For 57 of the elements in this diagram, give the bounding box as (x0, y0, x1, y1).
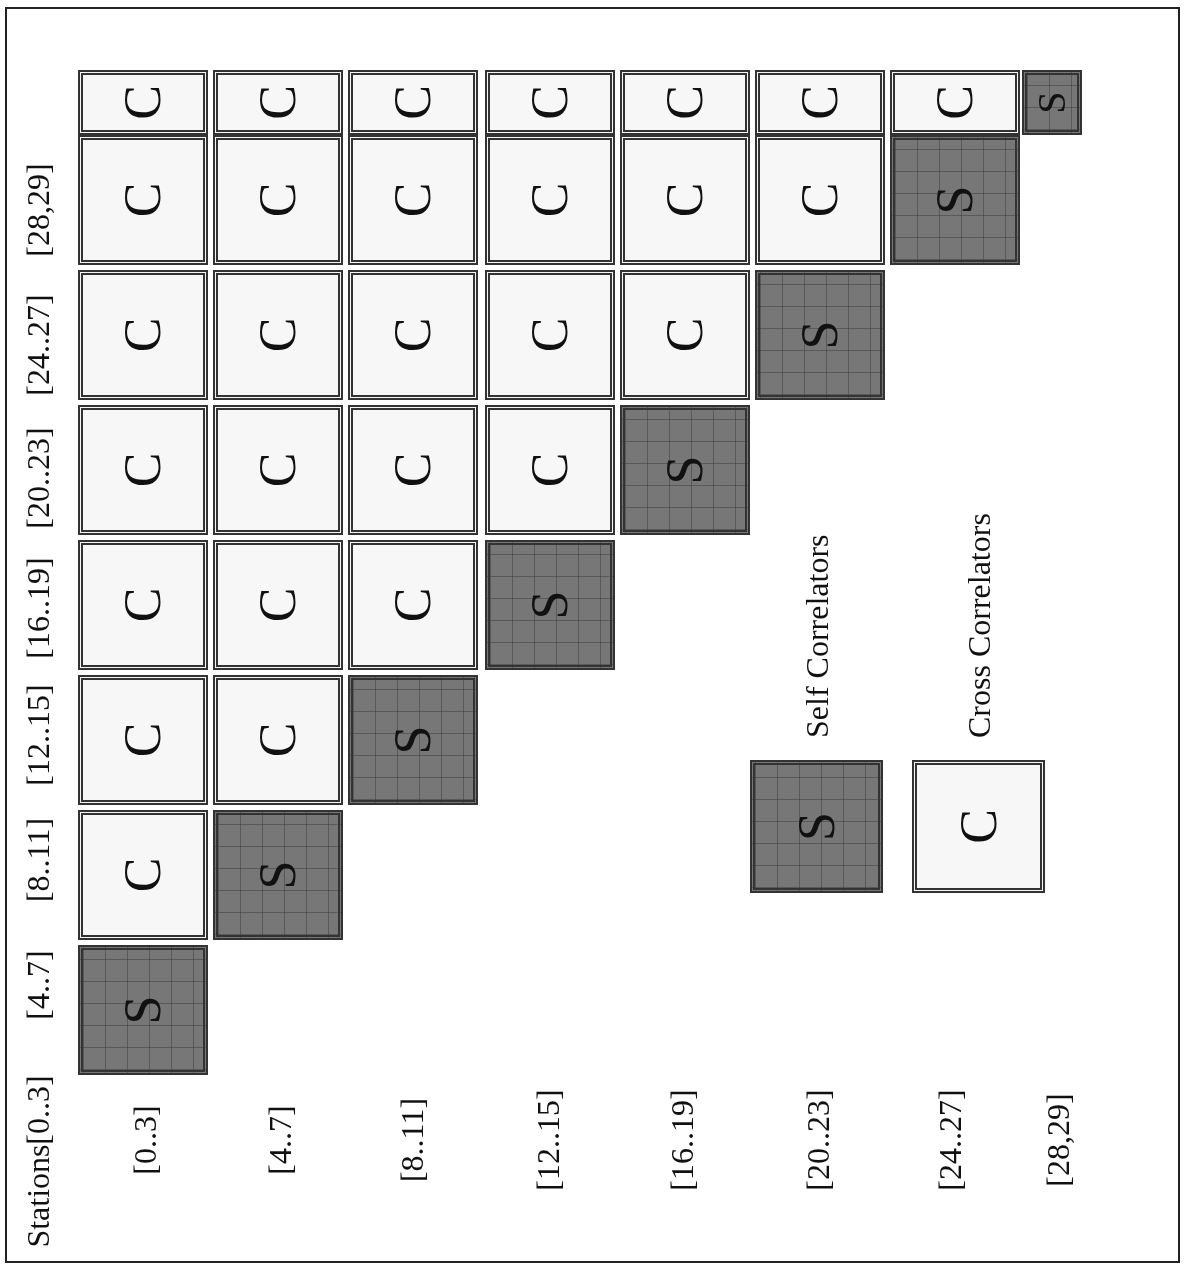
cross-correlator-box: C (348, 540, 478, 670)
cross-correlator-box: C (213, 540, 343, 670)
cross-correlator-box: C (755, 135, 885, 265)
axis-title: Stations (19, 1144, 57, 1248)
cross-correlator-box: C (78, 270, 208, 400)
cross-correlator-box: C (620, 270, 750, 400)
row-header: [20..23] (799, 1089, 837, 1191)
cross-correlator-box: C (213, 70, 343, 135)
cross-correlator-box: C (620, 135, 750, 265)
cross-correlator-box: C (348, 270, 478, 400)
self-correlator-box: S (620, 405, 750, 535)
column-header: [8..11] (19, 817, 57, 903)
self-correlator-box: S (348, 675, 478, 805)
cross-correlator-box: C (78, 540, 208, 670)
cross-correlator-box: C (485, 70, 615, 135)
cross-correlator-box: C (78, 70, 208, 135)
cross-correlator-box: C (348, 70, 478, 135)
cross-correlator-box: C (755, 70, 885, 135)
cross-correlator-box: C (213, 675, 343, 805)
row-header: [0..3] (126, 1105, 164, 1175)
cross-correlator-box: C (620, 70, 750, 135)
column-header: [16..19] (19, 557, 57, 659)
cross-correlator-box: C (213, 270, 343, 400)
self-correlator-box: S (750, 760, 883, 893)
self-correlator-box: S (1022, 70, 1082, 135)
cross-correlator-box: C (78, 405, 208, 535)
cross-correlator-box: C (78, 810, 208, 940)
box-caption: Cross Correlators (960, 513, 997, 738)
row-header: [4..7] (261, 1105, 299, 1175)
column-header: [24..27] (19, 294, 57, 396)
cross-correlator-box: C (485, 270, 615, 400)
self-correlator-box: S (755, 270, 885, 400)
cross-correlator-box: C (213, 405, 343, 535)
cross-correlator-box: C (485, 135, 615, 265)
cross-correlator-box: C (213, 135, 343, 265)
cross-correlator-box: C (348, 405, 478, 535)
cross-correlator-box: C (348, 135, 478, 265)
column-header: [4..7] (19, 950, 57, 1020)
column-header: [28,29] (19, 163, 57, 257)
self-correlator-box: S (890, 135, 1020, 265)
cross-correlator-box: C (912, 760, 1045, 893)
row-header: [8..11] (393, 1097, 431, 1183)
row-header: [28,29] (1039, 1093, 1077, 1187)
column-header: [20..23] (19, 427, 57, 529)
self-correlator-box: S (213, 810, 343, 940)
self-correlator-box: S (78, 945, 208, 1075)
row-header: [24..27] (931, 1089, 969, 1191)
column-header: [0..3] (19, 1075, 57, 1145)
cross-correlator-box: C (78, 135, 208, 265)
row-header: [16..19] (663, 1089, 701, 1191)
self-correlator-box: S (485, 540, 615, 670)
cross-correlator-box: C (890, 70, 1020, 135)
cross-correlator-box: C (78, 675, 208, 805)
box-caption: Self Correlators (798, 534, 835, 738)
cross-correlator-box: C (485, 405, 615, 535)
column-header: [12..15] (19, 684, 57, 786)
row-header: [12..15] (529, 1089, 567, 1191)
